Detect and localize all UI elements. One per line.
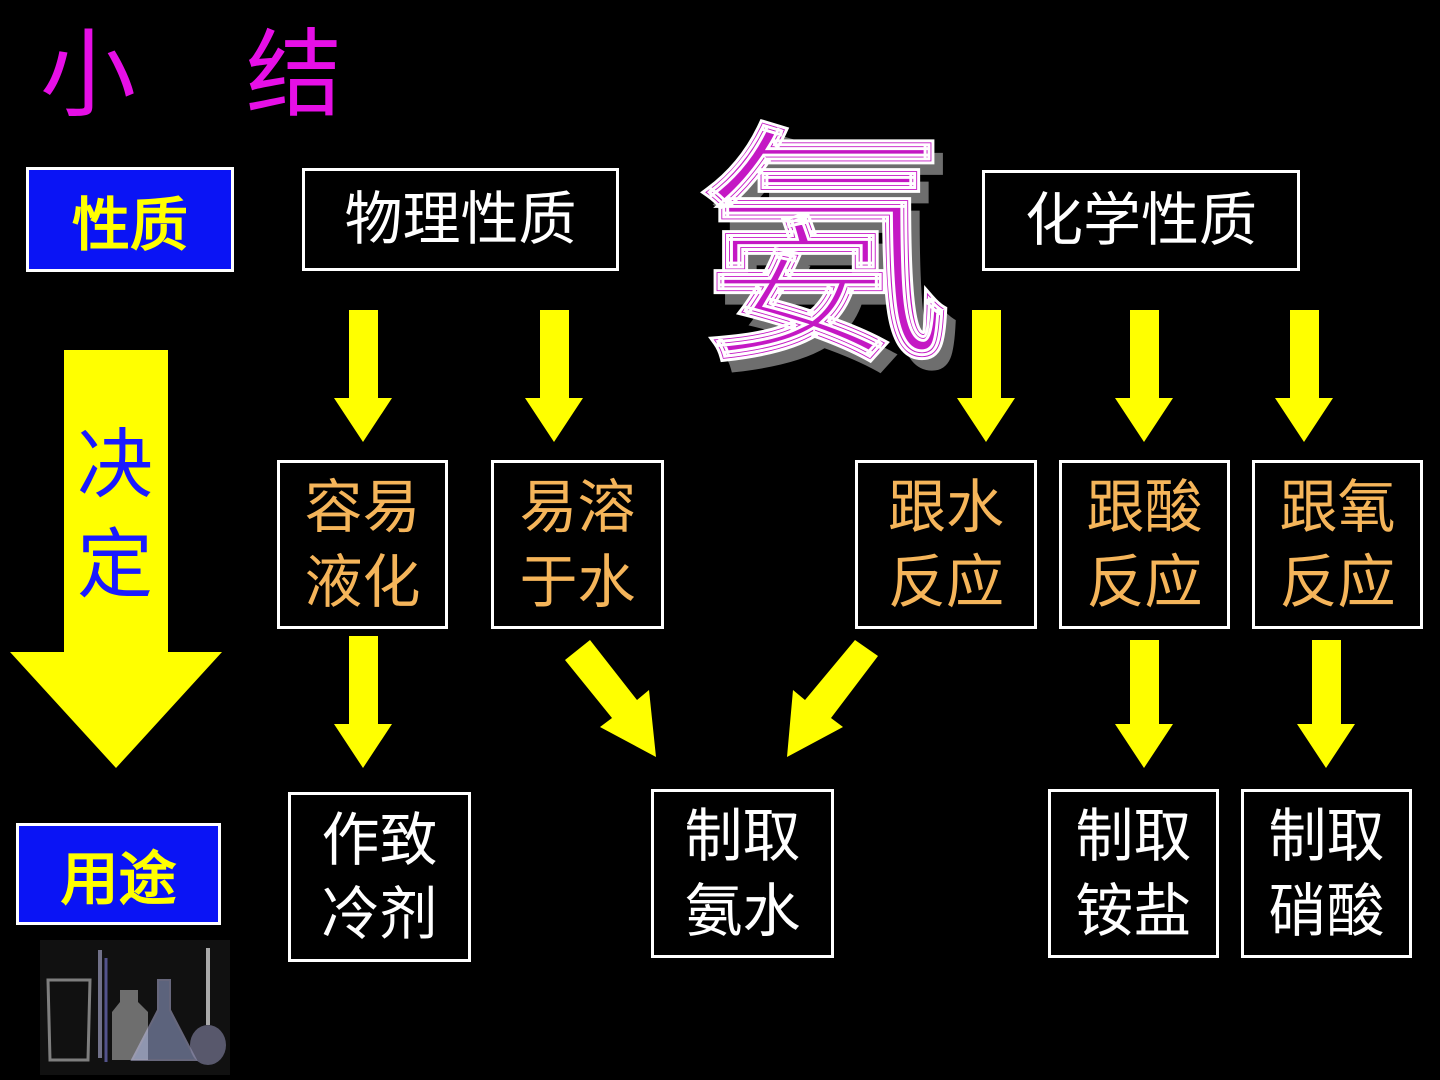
physical-properties-label: 物理性质: [344, 185, 577, 254]
use-line: 作致: [321, 805, 438, 874]
use-box-ammonia-water: 制取 氨水: [651, 789, 834, 958]
use-line: 硝酸: [1268, 876, 1385, 945]
property-line: 跟氧: [1279, 473, 1396, 542]
uses-tag: 用途: [16, 823, 221, 925]
property-box-liquefy: 容易 液化: [277, 460, 448, 629]
lab-glassware-icon: [40, 940, 230, 1075]
decide-char-2: 定: [77, 520, 153, 609]
use-line: 制取: [1075, 802, 1192, 871]
property-line: 跟水: [887, 473, 1004, 542]
property-line: 液化: [304, 547, 421, 616]
property-line: 于水: [519, 547, 636, 616]
decide-arrow: [10, 350, 222, 768]
decide-char-1: 决: [77, 420, 153, 509]
arrow-physical-1: [334, 310, 392, 442]
physical-properties-header: 物理性质: [302, 168, 619, 271]
title-char-1: 小: [40, 19, 136, 131]
arrow-chemical-1: [957, 310, 1015, 442]
slide-title: 小 结: [40, 10, 342, 140]
arrow-physical-2: [525, 310, 583, 442]
properties-tag: 性质: [26, 167, 234, 272]
property-line: 跟酸: [1086, 473, 1203, 542]
arrow-oxygen-to-nitric: [1297, 640, 1355, 768]
property-box-oxygen-reaction: 跟氧 反应: [1252, 460, 1423, 629]
ammonia-character: 氨: [699, 103, 952, 397]
chemical-properties-header: 化学性质: [982, 170, 1300, 271]
use-box-ammonium-salt: 制取 铵盐: [1048, 789, 1219, 958]
use-box-nitric-acid: 制取 硝酸: [1241, 789, 1412, 958]
arrow-acid-to-salt: [1115, 640, 1173, 768]
arrow-liquefy-to-coolant: [334, 636, 392, 768]
use-line: 制取: [684, 802, 801, 871]
property-line: 反应: [1279, 547, 1396, 616]
arrow-chemical-2: [1115, 310, 1173, 442]
property-box-water-reaction: 跟水 反应: [855, 460, 1037, 629]
use-box-coolant: 作致 冷剂: [288, 792, 471, 962]
property-line: 容易: [304, 473, 421, 542]
arrow-water-to-ammonia-water: [787, 640, 878, 757]
arrow-dissolve-to-ammonia-water: [565, 640, 656, 757]
use-line: 氨水: [684, 876, 801, 945]
property-line: 反应: [1086, 547, 1203, 616]
property-line: 易溶: [519, 473, 636, 542]
use-line: 制取: [1268, 802, 1385, 871]
arrow-chemical-3: [1275, 310, 1333, 442]
chemical-properties-label: 化学性质: [1024, 186, 1257, 255]
property-box-acid-reaction: 跟酸 反应: [1059, 460, 1230, 629]
decide-label: 决 定: [50, 415, 180, 615]
property-box-dissolve: 易溶 于水: [491, 460, 664, 629]
use-line: 铵盐: [1075, 876, 1192, 945]
property-line: 反应: [887, 547, 1004, 616]
title-char-2: 结: [246, 19, 342, 131]
use-line: 冷剂: [321, 880, 438, 948]
